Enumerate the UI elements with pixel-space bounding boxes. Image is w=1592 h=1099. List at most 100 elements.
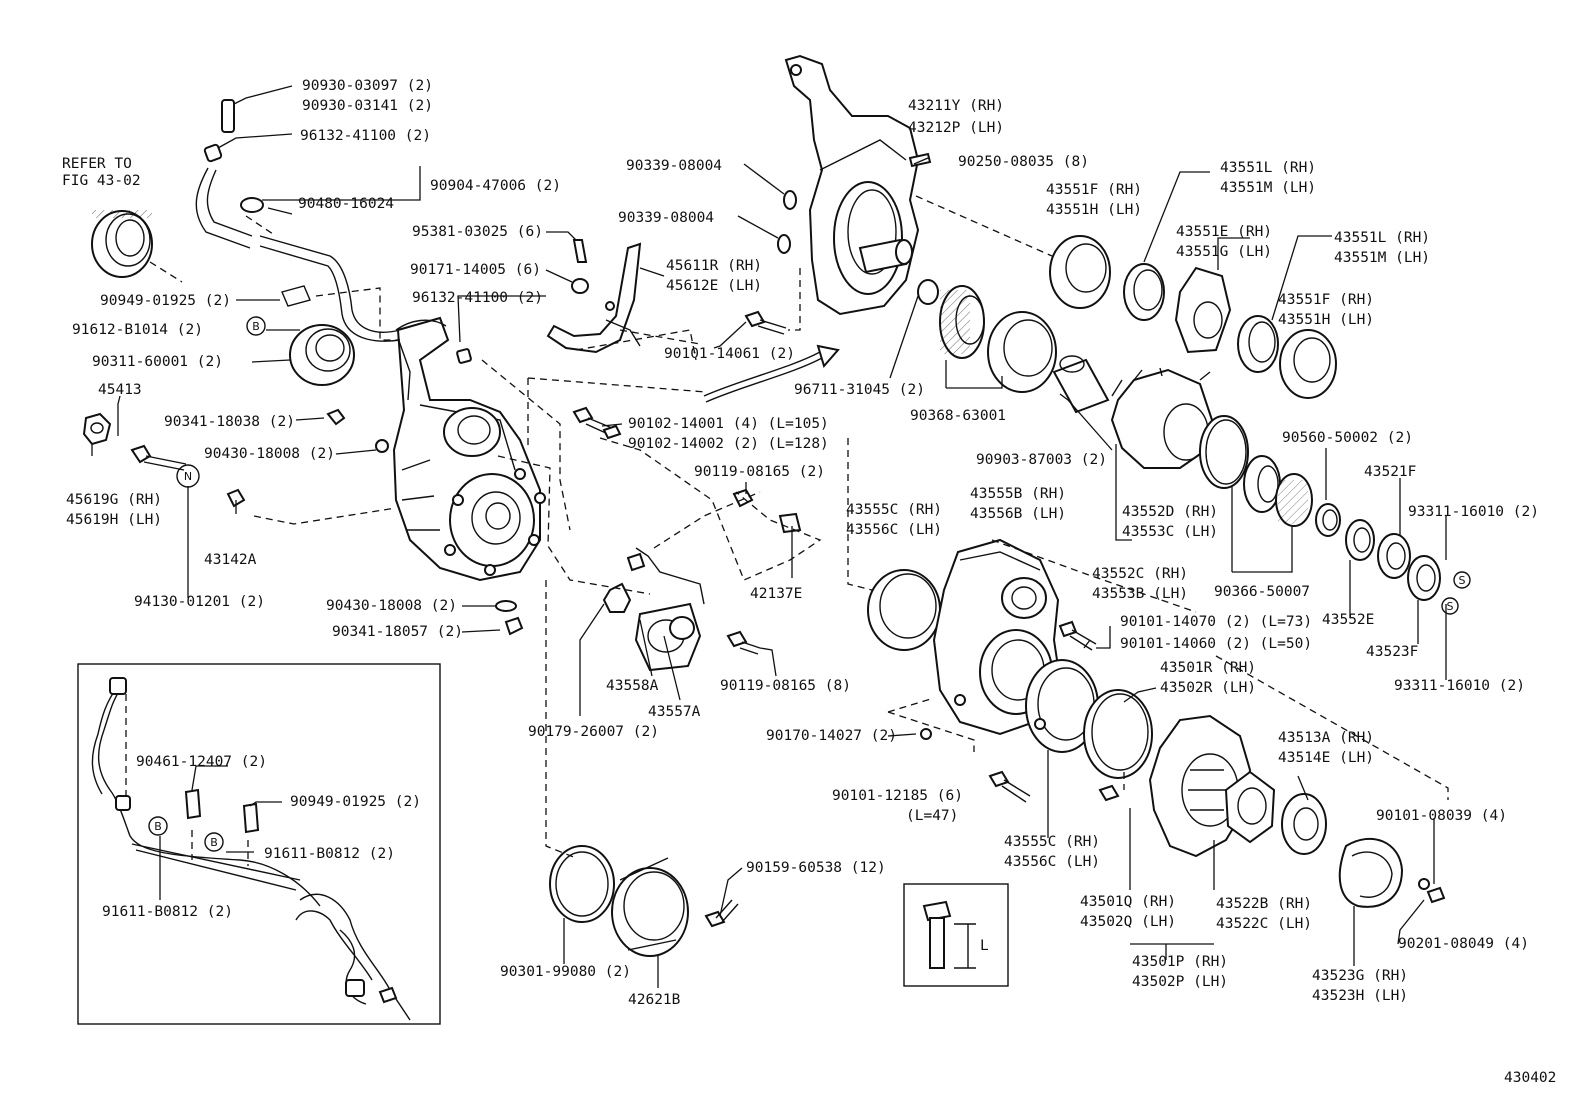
hub-flange-set <box>920 689 1446 908</box>
bolts-center <box>572 190 797 440</box>
label-43551l-b: 43551L (RH) <box>1334 230 1430 246</box>
marker-n: N <box>176 464 200 488</box>
label-90930-03097: 90930-03097 (2) <box>302 78 433 94</box>
assembly-arrow <box>703 344 840 403</box>
bolt-length-box <box>903 883 1009 987</box>
label-43551h-a: 43551H (LH) <box>1046 202 1142 218</box>
label-91612-b1014: 91612-B1014 (2) <box>72 322 203 338</box>
label-90119-08165-b: 90119-08165 (8) <box>720 678 851 694</box>
label-43551l-a: 43551L (RH) <box>1220 160 1316 176</box>
label-90301-99080: 90301-99080 (2) <box>500 964 631 980</box>
collar-and-bolt <box>82 412 187 471</box>
label-90171-14005: 90171-14005 (6) <box>410 262 541 278</box>
svg-text:B: B <box>252 320 260 333</box>
steering-knuckle-housing <box>392 316 546 582</box>
label-90341-18057: 90341-18057 (2) <box>332 624 463 640</box>
label-43501p: 43501P (RH) <box>1132 954 1228 970</box>
label-90368-63001: 90368-63001 <box>910 408 1006 424</box>
label-43555c-a: 43555C (RH) <box>846 502 942 518</box>
label-43501r: 43501R (RH) <box>1160 660 1256 676</box>
label-43522b: 43522B (RH) <box>1216 896 1312 912</box>
dashed-guide-lines <box>125 195 1449 866</box>
label-43551e: 43551E (RH) <box>1176 224 1272 240</box>
label-90949-01925-a: 90949-01925 (2) <box>100 293 231 309</box>
upper-right-bearings <box>1049 235 1337 399</box>
label-43556c-b: 43556C (LH) <box>1004 854 1100 870</box>
label-43556c-a: 43556C (LH) <box>846 522 942 538</box>
label-42137e: 42137E <box>750 586 802 602</box>
label-90201-08049: 90201-08049 (4) <box>1398 936 1529 952</box>
label-43556b: 43556B (LH) <box>970 506 1066 522</box>
label-43552e: 43552E <box>1322 612 1374 628</box>
shift-fork <box>546 239 642 354</box>
label-91611-b0812-a: 91611-B0812 (2) <box>264 846 395 862</box>
marker-b-2: B <box>148 816 168 836</box>
label-43551m-a: 43551M (LH) <box>1220 180 1316 196</box>
label-90903-87003: 90903-87003 (2) <box>976 452 1107 468</box>
label-43523h: 43523H (LH) <box>1312 988 1408 1004</box>
label-90102-14002: 90102-14002 (2) (L=128) <box>628 436 829 452</box>
label-90339-08004-b: 90339-08004 <box>618 210 714 226</box>
label-90159-60538: 90159-60538 (12) <box>746 860 886 876</box>
label-90119-08165-a: 90119-08165 (2) <box>694 464 825 480</box>
label-90101-14061: 90101-14061 (2) <box>664 346 795 362</box>
label-43557a: 43557A <box>648 704 701 720</box>
svg-text:S: S <box>1447 600 1454 613</box>
label-43502p: 43502P (LH) <box>1132 974 1228 990</box>
label-45611r: 45611R (RH) <box>666 258 762 274</box>
refer-line-1: REFER TO <box>62 156 132 172</box>
small-fasteners-left <box>226 348 524 636</box>
label-43552c: 43552C (RH) <box>1092 566 1188 582</box>
label-43555b: 43555B (RH) <box>970 486 1066 502</box>
label-91611-b0812-b: 91611-B0812 (2) <box>102 904 233 920</box>
label-90170-14027: 90170-14027 (2) <box>766 728 897 744</box>
label-90101-12185: 90101-12185 (6) <box>832 788 963 804</box>
label-43551h-b: 43551H (LH) <box>1278 312 1374 328</box>
actuator-and-bracket <box>602 488 802 672</box>
label-90480-16024: 90480-16024 <box>298 196 394 212</box>
label-43501q: 43501Q (RH) <box>1080 894 1176 910</box>
label-43513a: 43513A (RH) <box>1278 730 1374 746</box>
label-43552d: 43552D (RH) <box>1122 504 1218 520</box>
part-labels: REFER TO FIG 43-02 430402 L 90930-03097 … <box>62 78 1556 1086</box>
label-90101-14070: 90101-14070 (2) (L=73) <box>1120 614 1312 630</box>
label-42621b: 42621B <box>628 992 681 1008</box>
label-43553b: 43553B (LH) <box>1092 586 1188 602</box>
o-ring-and-hub-cap <box>549 845 739 957</box>
label-43551g: 43551G (LH) <box>1176 244 1272 260</box>
hub-housing <box>867 538 1099 753</box>
fig-number: 430402 <box>1504 1070 1556 1086</box>
label-43514e: 43514E (LH) <box>1278 750 1374 766</box>
label-43502q: 43502Q (LH) <box>1080 914 1176 930</box>
label-96132-41100-b: 96132-41100 (2) <box>412 290 543 306</box>
marker-s-2: S <box>1441 597 1459 615</box>
label-90904-47006: 90904-47006 (2) <box>430 178 561 194</box>
label-90366-50007: 90366-50007 <box>1214 584 1310 600</box>
label-90311-60001: 90311-60001 (2) <box>92 354 223 370</box>
label-43551m-b: 43551M (LH) <box>1334 250 1430 266</box>
label-95381-03025: 95381-03025 (6) <box>412 224 543 240</box>
label-43558a: 43558A <box>606 678 659 694</box>
label-94130-01201: 94130-01201 (2) <box>134 594 265 610</box>
label-45619g: 45619G (RH) <box>66 492 162 508</box>
label-43551f-b: 43551F (RH) <box>1278 292 1374 308</box>
label-43211y: 43211Y (RH) <box>908 98 1004 114</box>
label-90430-18008-a: 90430-18008 (2) <box>204 446 335 462</box>
label-l47: (L=47) <box>906 808 958 824</box>
refer-line-2: FIG 43-02 <box>62 173 141 189</box>
label-45612e: 45612E (LH) <box>666 278 762 294</box>
marker-b-1: B <box>246 316 266 336</box>
label-43502r: 43502R (LH) <box>1160 680 1256 696</box>
label-90101-14060: 90101-14060 (2) (L=50) <box>1120 636 1312 652</box>
bolt-length-symbol: L <box>980 938 989 954</box>
label-45413: 45413 <box>98 382 142 398</box>
label-96132-41100-a: 96132-41100 (2) <box>300 128 431 144</box>
bearing-set <box>917 279 1110 414</box>
label-43523f: 43523F <box>1366 644 1418 660</box>
label-90102-14001: 90102-14001 (4) (L=105) <box>628 416 829 432</box>
label-90461-12407: 90461-12407 (2) <box>136 754 267 770</box>
label-90930-03141: 90930-03141 (2) <box>302 98 433 114</box>
label-45619h: 45619H (LH) <box>66 512 162 528</box>
label-43522c: 43522C (LH) <box>1216 916 1312 932</box>
